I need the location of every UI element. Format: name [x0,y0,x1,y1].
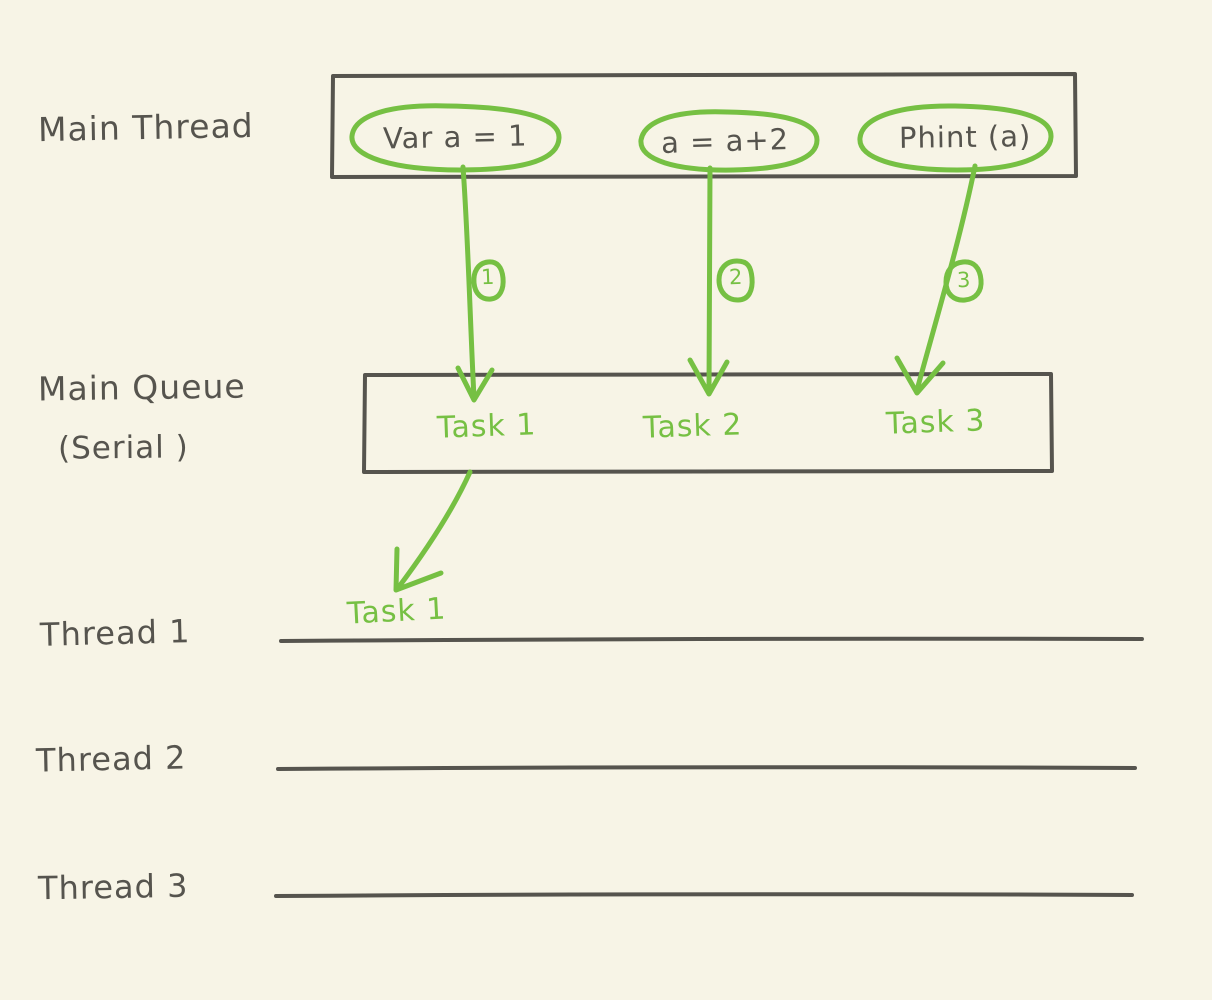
row-label-main-queue-serial: (Serial ) [57,429,189,467]
badge-2-circle [716,258,755,303]
arrow-statement-1-to-task-1 [460,164,477,401]
main-thread-box [330,72,1078,179]
order-badge-1-label: 1 [480,264,496,290]
thread-2-line [276,765,1137,771]
row-label-main-queue: Main Queue [37,366,246,409]
queue-task-2-label: Task 2 [642,407,743,446]
statement-1-text: Var a = 1 [382,118,528,156]
arrowhead-2 [687,357,730,397]
row-label-thread-2: Thread 2 [35,738,187,780]
statement-2-text: a = a+2 [660,121,790,161]
thread-1-task-label: Task 1 [346,591,448,632]
arrow-task-1-to-thread-1 [395,469,473,591]
queue-task-1-label: Task 1 [436,407,537,446]
statement-3-text: Phint (a) [898,119,1032,155]
row-label-main-thread: Main Thread [37,105,255,150]
arrowhead-1 [455,365,495,403]
thread-3-line [274,892,1134,898]
statement-2-ellipse [638,109,820,173]
row-label-thread-1: Thread 1 [39,612,191,654]
queue-task-3-label: Task 3 [885,403,986,442]
row-label-thread-3: Thread 3 [37,866,189,908]
order-badge-3-label: 3 [956,267,972,293]
arrowhead-task-1-to-thread-1 [393,546,444,593]
order-badge-2-label: 2 [728,264,744,290]
arrowhead-3 [894,355,946,396]
statement-1-ellipse [349,103,562,173]
thread-1-line [279,636,1144,643]
arrow-statement-2-to-task-2 [706,165,713,395]
badge-3-circle [943,259,984,303]
main-queue-box [362,372,1054,474]
badge-1-circle [471,259,506,302]
statement-3-ellipse [857,103,1054,173]
